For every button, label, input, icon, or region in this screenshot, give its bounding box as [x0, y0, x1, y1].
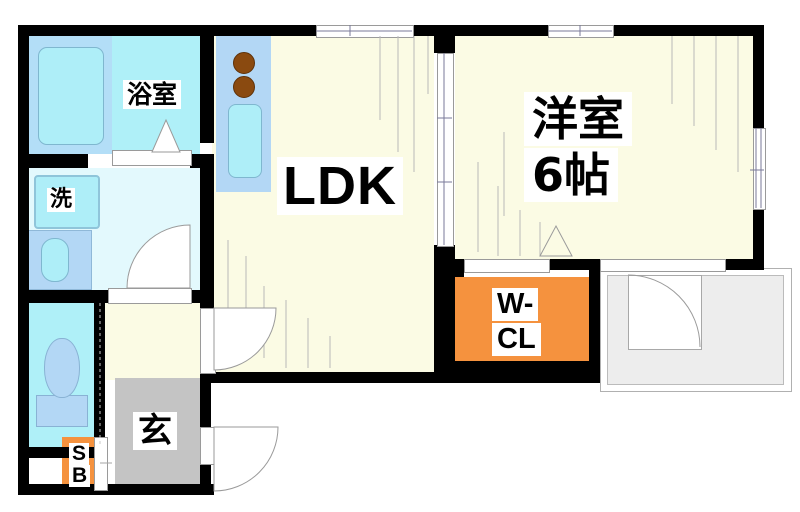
- wall-wcl-left: [443, 259, 455, 372]
- wall-exterior-top-kitchen: [214, 25, 316, 36]
- wall-ldk-left-mid: [200, 155, 214, 293]
- wall-ldk-washitsu-upper: [434, 25, 455, 53]
- room-label-ldk: LDK: [277, 157, 403, 215]
- wall-bath-washroom: [18, 154, 88, 168]
- door-balcony-opening[interactable]: [600, 259, 726, 272]
- room-label-washitsu-line1: 洋室: [524, 92, 632, 147]
- gas-burner-rear-icon: [233, 52, 255, 74]
- window-washitsu-top[interactable]: [548, 25, 614, 38]
- wall-exterior-right-upper: [753, 25, 764, 128]
- gas-burner-front-icon: [233, 76, 255, 98]
- closet-label-sb-line2: B: [69, 464, 91, 488]
- door-washroom-opening[interactable]: [108, 288, 192, 304]
- wall-exterior-bottom-left: [18, 484, 214, 495]
- wash-basin-bowl: [41, 238, 69, 282]
- fixture-label-washing-machine: 洗: [47, 188, 76, 212]
- wall-ldk-left-upper: [200, 25, 214, 143]
- door-entrance-opening[interactable]: [200, 427, 216, 465]
- wall-exterior-top-mid: [412, 25, 548, 36]
- wall-wcl-right: [589, 259, 600, 372]
- window-washitsu-right[interactable]: [753, 128, 766, 210]
- door-shoebox-opening[interactable]: [94, 437, 108, 491]
- wall-exterior-top-left: [18, 25, 214, 36]
- wall-exterior-right-lower: [753, 208, 764, 270]
- wall-wcl-top-bar: [548, 259, 608, 270]
- hall-floor: [104, 300, 200, 380]
- door-wcl-opening[interactable]: [464, 259, 550, 273]
- closet-label-wcl-line1: W-: [492, 288, 539, 322]
- room-label-washitsu-line2: 6帖: [524, 148, 619, 203]
- bathtub-basin: [38, 47, 104, 145]
- room-label-bath: 浴室: [123, 80, 182, 109]
- room-label-genkan: 玄: [133, 412, 177, 450]
- wall-entry-right: [200, 372, 211, 427]
- wall-toilet-bottom: [18, 447, 105, 458]
- toilet-tank: [36, 395, 88, 427]
- door-bath-opening[interactable]: [112, 150, 192, 166]
- wall-ldk-bottom: [200, 372, 600, 383]
- wall-exterior-left: [18, 25, 29, 495]
- window-ldk-top[interactable]: [316, 25, 414, 38]
- wall-toilet-right: [94, 290, 105, 447]
- wall-wcl-bottom: [443, 361, 600, 372]
- toilet-bowl: [44, 338, 80, 398]
- kitchen-sink-basin: [228, 104, 262, 178]
- wall-bath-washroom-right: [190, 154, 214, 168]
- closet-label-sb-line1: S: [69, 442, 90, 466]
- sliding-partition-ldk-washitsu[interactable]: [437, 53, 454, 247]
- wall-entry-right-lower: [200, 462, 211, 495]
- closet-label-wcl-line2: CL: [492, 323, 541, 357]
- wall-exterior-top-right: [612, 25, 764, 36]
- balcony-door-panel[interactable]: [628, 275, 702, 350]
- door-ldk-opening[interactable]: [200, 308, 216, 374]
